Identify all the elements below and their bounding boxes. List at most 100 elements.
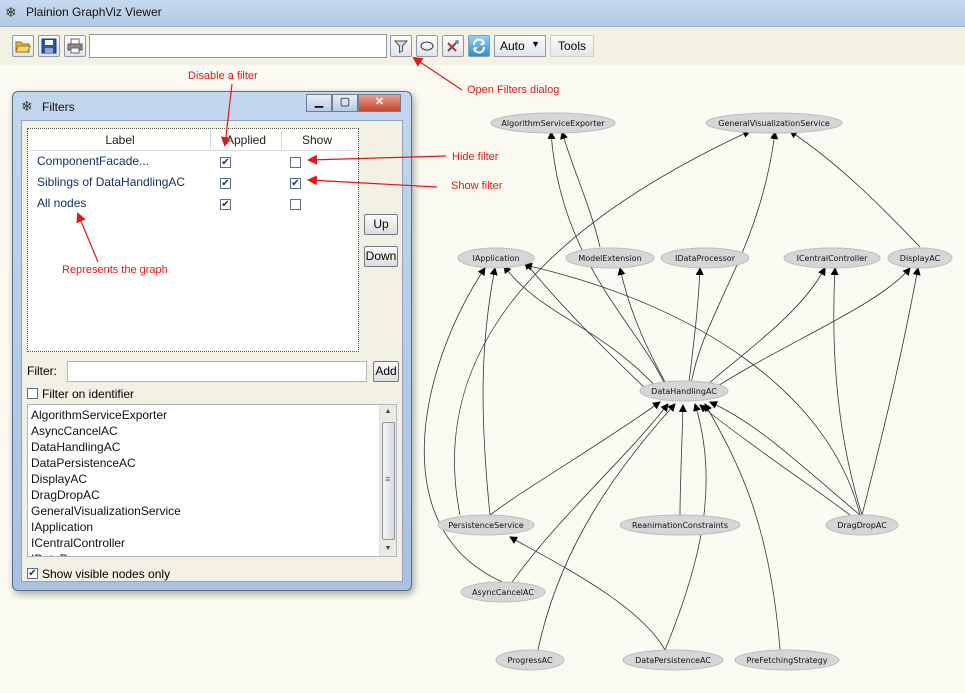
show-visible-nodes-checkbox[interactable]: ✔: [27, 568, 38, 580]
graph-edge: [509, 403, 669, 586]
annotation-hide-filter: Hide filter: [452, 151, 499, 163]
graph-node[interactable]: IDataProcessor: [660, 247, 750, 269]
graph-node[interactable]: AsyncCancelAC: [460, 581, 546, 603]
save-button[interactable]: [38, 35, 60, 57]
graph-edge: [699, 267, 826, 392]
filter-on-identifier-label: Filter on identifier: [42, 386, 135, 401]
graph-edge: [453, 130, 751, 516]
show-checkbox[interactable]: [290, 157, 301, 168]
node-list-item[interactable]: DisplayAC: [31, 472, 88, 486]
graph-edge: [482, 267, 498, 516]
graph-node[interactable]: ProgressAC: [495, 649, 565, 671]
node-list-item[interactable]: DataPersistenceAC: [31, 456, 136, 470]
filter-input[interactable]: [67, 361, 367, 382]
open-filters-button[interactable]: [390, 35, 412, 57]
tools-menu[interactable]: Tools: [550, 35, 594, 57]
dialog-title: Filters: [42, 100, 75, 114]
node-list-item[interactable]: DataHandlingAC: [31, 440, 121, 454]
graph-node[interactable]: PreFetchingStrategy: [734, 649, 840, 671]
maximize-icon: ▢: [339, 96, 351, 108]
maximize-button[interactable]: ▢: [332, 94, 358, 112]
search-input[interactable]: [89, 34, 387, 58]
graph-edges: [423, 130, 921, 651]
filter-list[interactable]: Label Applied Show ComponentFacade... ✔ …: [27, 128, 359, 352]
graph-node-shape: [490, 112, 616, 134]
graph-node[interactable]: DataHandlingAC: [639, 380, 729, 402]
node-list-item[interactable]: IApplication: [31, 520, 94, 534]
graph-node[interactable]: DisplayAC: [887, 247, 953, 269]
open-folder-button[interactable]: [12, 35, 34, 57]
show-checkbox[interactable]: ✔: [290, 178, 301, 189]
graph-node-shape: [565, 247, 655, 269]
graph-nodes: AlgorithmServiceExporter GeneralVisualiza…: [437, 112, 953, 671]
column-header-label[interactable]: Label: [30, 131, 211, 149]
add-button[interactable]: Add: [373, 361, 399, 382]
annotation-open-filters: Open Filters dialog: [467, 84, 560, 96]
print-button[interactable]: [64, 35, 86, 57]
show-checkbox[interactable]: [290, 199, 301, 210]
filter-row[interactable]: All nodes ✔: [28, 194, 356, 214]
open-folder-icon: [15, 41, 31, 53]
graph-node-label: GeneralVisualizationService: [718, 119, 830, 128]
applied-checkbox[interactable]: ✔: [220, 178, 231, 189]
graph-edge: [704, 403, 781, 651]
ellipse-button[interactable]: [416, 35, 438, 57]
applied-checkbox[interactable]: ✔: [220, 199, 231, 210]
node-list-item[interactable]: GeneralVisualizationService: [31, 504, 181, 518]
graph-edge: [617, 267, 671, 392]
graph-node[interactable]: AlgorithmServiceExporter: [490, 112, 616, 134]
minimize-icon: ▁: [314, 96, 324, 108]
graph-node[interactable]: IApplication: [457, 247, 535, 269]
scroll-up-arrow-icon[interactable]: ▲: [384, 408, 392, 415]
snowflake-icon: ❄: [5, 4, 17, 20]
graph-node[interactable]: GeneralVisualizationService: [705, 112, 843, 134]
graph-node-label: DataPersistenceAC: [635, 656, 711, 665]
graph-node[interactable]: ModelExtension: [565, 247, 655, 269]
tools-button[interactable]: [442, 35, 464, 57]
node-list-item[interactable]: AlgorithmServiceExporter: [31, 408, 168, 422]
graph-node-label: ICentralController: [797, 254, 869, 263]
graph-edge: [524, 261, 649, 392]
filter-on-identifier-checkbox[interactable]: [27, 388, 38, 400]
node-list-item[interactable]: ICentralController: [31, 536, 126, 550]
graph-node[interactable]: ICentralController: [783, 247, 881, 269]
refresh-button[interactable]: [468, 35, 490, 57]
scroll-down-arrow-icon[interactable]: ▼: [384, 545, 392, 552]
up-button[interactable]: Up: [364, 214, 398, 235]
node-list-item[interactable]: IDataProcessor: [31, 552, 114, 556]
graph-node[interactable]: PersistenceService: [437, 514, 535, 536]
graph-node-label: ProgressAC: [507, 656, 552, 665]
graph-node-label: PreFetchingStrategy: [746, 656, 827, 665]
show-visible-nodes-label: Show visible nodes only: [42, 566, 171, 581]
scroll-thumb[interactable]: ≡: [382, 422, 395, 540]
applied-checkbox[interactable]: ✔: [220, 157, 231, 168]
window-titlebar: ❄ Plainion GraphViz Viewer: [0, 0, 965, 27]
header-divider: [30, 150, 356, 151]
graph-node-shape: [495, 649, 565, 671]
node-list-item[interactable]: AsyncCancelAC: [31, 424, 118, 438]
filter-row[interactable]: Siblings of DataHandlingAC ✔ ✔: [28, 173, 356, 193]
down-button[interactable]: Down: [364, 246, 398, 267]
graph-node-shape: [825, 514, 899, 536]
graph-edge: [861, 267, 921, 516]
column-header-show[interactable]: Show: [301, 133, 333, 147]
graph-node[interactable]: DragDropAC: [825, 514, 899, 536]
filter-on-identifier-option[interactable]: Filter on identifier: [27, 386, 134, 401]
refresh-icon: [473, 38, 485, 54]
close-button[interactable]: ✕: [358, 94, 401, 112]
graph-node[interactable]: DataPersistenceAC: [622, 649, 724, 671]
minimize-button[interactable]: ▁: [306, 94, 332, 112]
node-list-scrollbar[interactable]: ▲ ≡ ▼: [379, 405, 396, 556]
column-header-applied[interactable]: Applied: [211, 131, 282, 149]
show-visible-nodes-option[interactable]: ✔ Show visible nodes only: [27, 566, 170, 581]
graph-node[interactable]: ReanimationConstraints: [619, 514, 741, 536]
graph-edge: [489, 401, 661, 516]
graph-edge: [830, 267, 863, 516]
graph-node-label: AsyncCancelAC: [472, 588, 534, 597]
graph-node-label: DataHandlingAC: [651, 387, 717, 396]
layout-mode-select[interactable]: Auto ▼: [494, 35, 546, 57]
node-list-item[interactable]: DragDropAC: [31, 488, 100, 502]
graph-node-shape: [639, 380, 729, 402]
filter-row[interactable]: ComponentFacade... ✔: [28, 152, 356, 172]
